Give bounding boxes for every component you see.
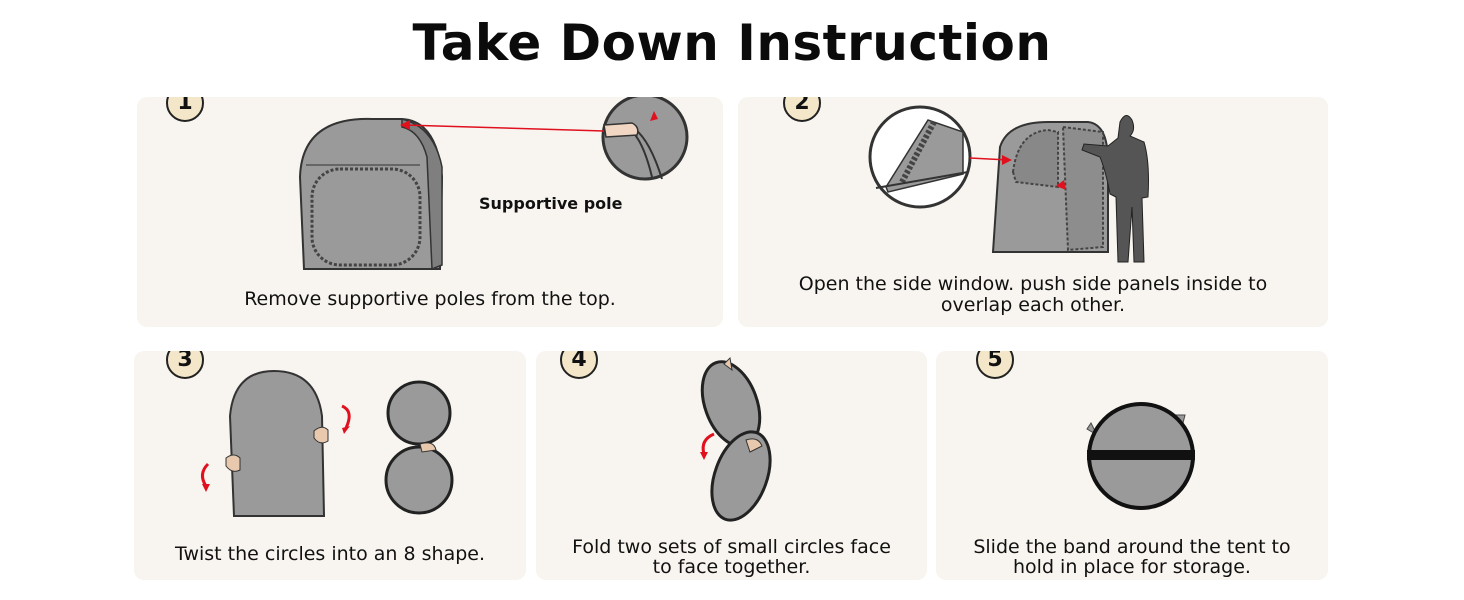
step-4-badge: 4: [560, 351, 598, 379]
page-title: Take Down Instruction: [412, 14, 1052, 72]
step-2-caption-line1: Open the side window. push side panels i…: [798, 273, 1268, 295]
step-5-caption-line1: Slide the band around the tent to: [973, 536, 1291, 558]
step-5-caption-line2: hold in place for storage.: [1013, 556, 1251, 578]
step-2-caption-line2: overlap each other.: [940, 294, 1126, 316]
step-2-card: 2 Open the side window. push side panels…: [738, 97, 1328, 327]
step-2-badge: 2: [783, 97, 821, 122]
step-1-card: 1 Supportive pole Remove supportive pole…: [137, 97, 723, 327]
step-3-caption: Twist the circles into an 8 shape.: [174, 543, 486, 565]
step-5-badge: 5: [976, 351, 1014, 379]
step-3-badge: 3: [166, 351, 204, 379]
step-4-caption-line2: to face together.: [652, 556, 811, 578]
step-1-caption: Remove supportive poles from the top.: [244, 288, 616, 310]
step-5-card: 5 Slide the band around the tent to hold…: [936, 351, 1328, 580]
step-5-storage-illustration: [1086, 402, 1195, 510]
supportive-pole-label: Supportive pole: [479, 194, 623, 213]
step-4-caption-line1: Fold two sets of small circles face: [572, 536, 891, 558]
step-2-tent-illustration: [868, 105, 1149, 263]
step-1-tent-illustration: [298, 97, 689, 271]
step-4-fold-illustration: [700, 356, 772, 522]
step-4-card: 4 Fold two sets of small circles face to…: [536, 351, 927, 580]
step-3-twist-illustration: [201, 369, 454, 517]
step-3-card: 3 Twist the circles into an 8 shape.: [134, 351, 526, 580]
step-1-badge: 1: [166, 97, 204, 122]
